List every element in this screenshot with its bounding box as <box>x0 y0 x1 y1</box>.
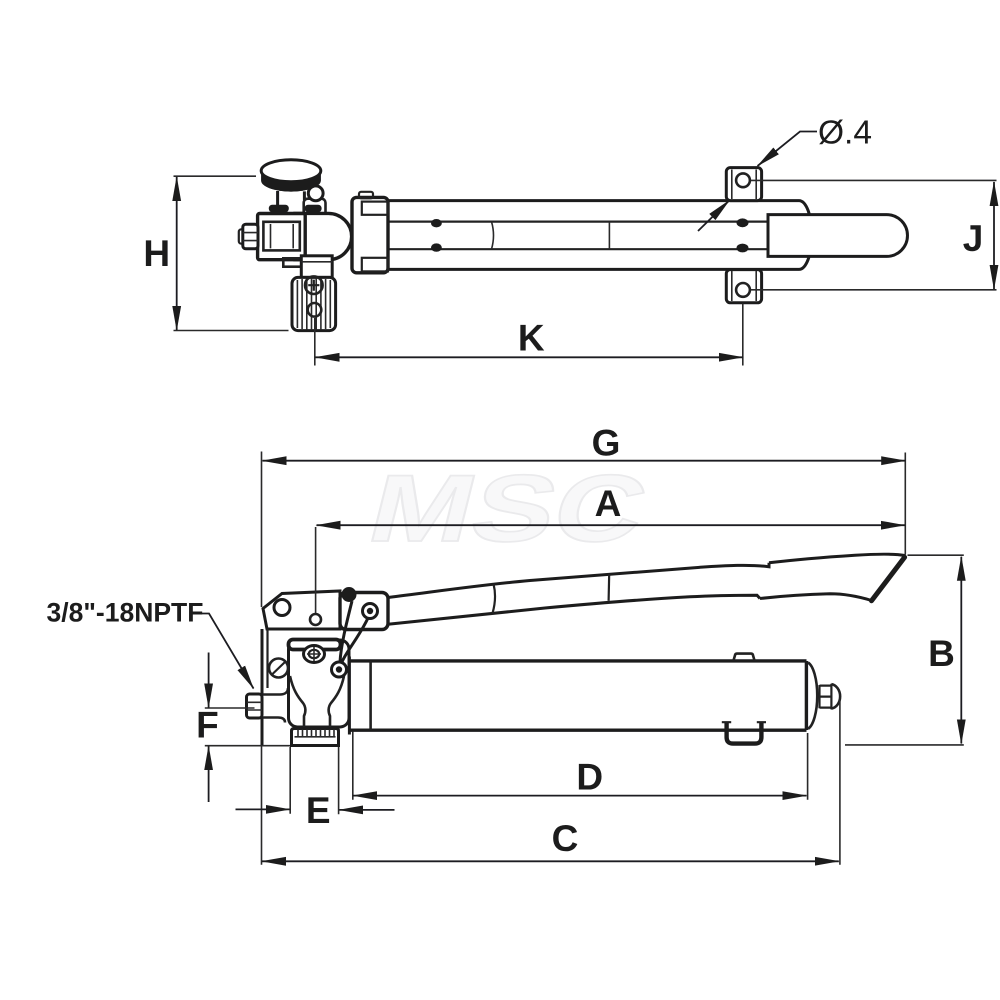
svg-text:3/8"-18NPTF: 3/8"-18NPTF <box>47 598 204 628</box>
svg-text:C: C <box>552 818 579 859</box>
svg-text:MSC: MSC <box>359 456 657 561</box>
svg-text:F: F <box>196 705 219 746</box>
svg-text:K: K <box>518 317 545 358</box>
svg-text:A: A <box>595 483 622 524</box>
svg-text:G: G <box>592 423 621 464</box>
svg-text:H: H <box>143 233 170 274</box>
svg-text:D: D <box>576 757 603 798</box>
svg-text:B: B <box>928 633 955 674</box>
svg-text:Ø.4: Ø.4 <box>818 114 872 151</box>
svg-text:J: J <box>963 218 984 259</box>
svg-text:E: E <box>306 790 331 831</box>
